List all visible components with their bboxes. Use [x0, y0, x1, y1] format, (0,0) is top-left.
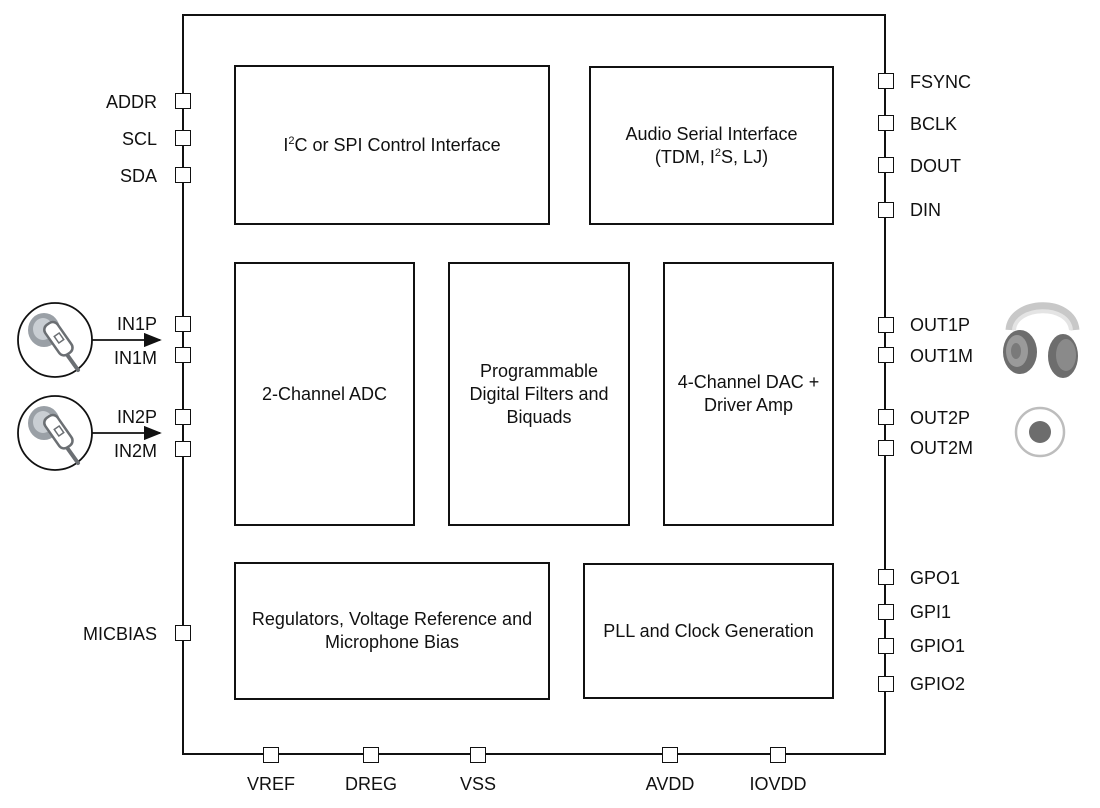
pin-label-out2m: OUT2M [910, 438, 973, 458]
pin-micbias [175, 625, 191, 641]
pin-out1p [878, 317, 894, 333]
microphone-icon [17, 395, 93, 471]
pin-label-gpio2: GPIO2 [910, 674, 966, 694]
pin-label-avdd: AVDD [645, 774, 695, 794]
pin-label-out1m: OUT1M [910, 346, 973, 366]
pin-in1p [175, 316, 191, 332]
pin-gpio1 [878, 638, 894, 654]
pll-block: PLL and Clock Generation [583, 563, 834, 699]
headphones-icon [1003, 302, 1080, 378]
control-interface-block: I2C or SPI Control Interface [234, 65, 550, 225]
pin-label-in1m: IN1M [113, 348, 157, 368]
pin-fsync [878, 73, 894, 89]
pin-label-bclk: BCLK [910, 114, 958, 134]
pin-label-in2p: IN2P [116, 407, 157, 427]
pin-label-gpio1: GPIO1 [910, 636, 966, 656]
audio-serial-interface-block: Audio Serial Interface(TDM, I2S, LJ) [589, 66, 834, 225]
pin-label-vref: VREF [246, 774, 295, 794]
pin-label-in2m: IN2M [113, 441, 157, 461]
pin-dreg [363, 747, 379, 763]
pin-label-iovdd: IOVDD [749, 774, 807, 794]
pin-label-micbias: MICBIAS [82, 624, 157, 644]
pin-label-out1p: OUT1P [910, 315, 971, 335]
pin-label-sda: SDA [119, 166, 157, 186]
pin-sda [175, 167, 191, 183]
pin-label-scl: SCL [121, 129, 157, 149]
pin-avdd [662, 747, 678, 763]
pin-in2m [175, 441, 191, 457]
pin-vss [470, 747, 486, 763]
pin-label-gpo1: GPO1 [910, 568, 961, 588]
pin-scl [175, 130, 191, 146]
pin-iovdd [770, 747, 786, 763]
pin-gpo1 [878, 569, 894, 585]
pin-label-addr: ADDR [105, 92, 157, 112]
speaker-icon [1014, 406, 1066, 458]
pin-label-dreg: DREG [344, 774, 397, 794]
pin-label-gpi1: GPI1 [910, 602, 952, 622]
dac-block: 4-Channel DAC +Driver Amp [663, 262, 834, 526]
chip-outline [182, 14, 886, 755]
pin-bclk [878, 115, 894, 131]
pin-in1m [175, 347, 191, 363]
pin-label-in1p: IN1P [116, 314, 157, 334]
pin-label-dout: DOUT [910, 156, 961, 176]
pin-label-out2p: OUT2P [910, 408, 971, 428]
pin-out2p [878, 409, 894, 425]
pin-label-fsync: FSYNC [910, 72, 972, 92]
pin-label-vss: VSS [459, 774, 497, 794]
pin-addr [175, 93, 191, 109]
pin-out1m [878, 347, 894, 363]
pin-label-din: DIN [910, 200, 941, 220]
pin-din [878, 202, 894, 218]
pin-dout [878, 157, 894, 173]
pin-gpio2 [878, 676, 894, 692]
microphone-icon [17, 302, 93, 378]
pin-out2m [878, 440, 894, 456]
pin-vref [263, 747, 279, 763]
pin-gpi1 [878, 604, 894, 620]
adc-block: 2-Channel ADC [234, 262, 415, 526]
pin-in2p [175, 409, 191, 425]
